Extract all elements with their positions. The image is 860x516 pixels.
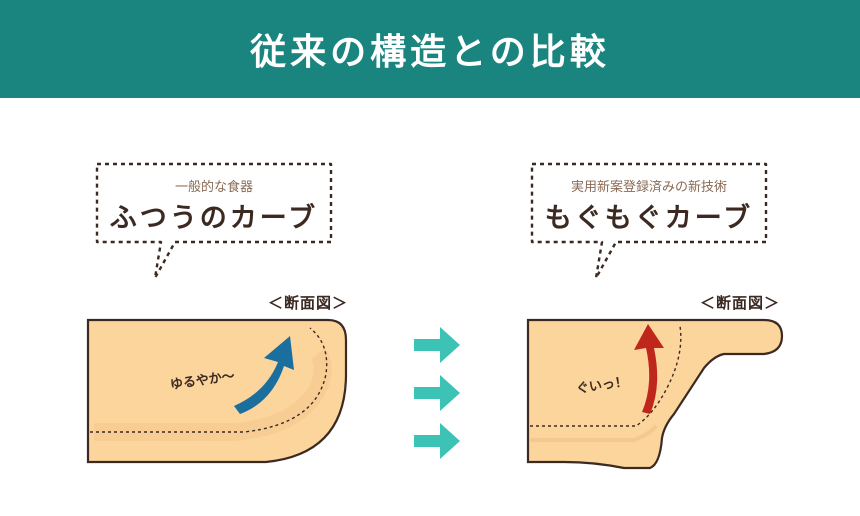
left-section-label: ＜断面図＞ [268, 294, 349, 312]
right-dish-cross-section [526, 318, 784, 470]
right-section-label: ＜断面図＞ [700, 294, 781, 312]
right-speech-bubble: 実用新案登録済みの新技術 もぐもぐカーブ [530, 162, 768, 280]
center-arrows [414, 327, 460, 459]
right-bubble-title: もぐもぐカーブ [544, 203, 754, 234]
speech-bubble-outline-icon [530, 162, 768, 280]
left-direction-arrow-icon [234, 336, 294, 414]
left-speech-bubble: 一般的な食器 ふつうのカーブ [95, 162, 333, 280]
page-header: 従来の構造との比較 [0, 0, 860, 98]
page-title: 従来の構造との比較 [250, 32, 610, 73]
right-direction-arrow-icon [634, 324, 664, 414]
left-bubble-subtitle: 一般的な食器 [174, 180, 253, 195]
speech-bubble-outline-icon [95, 162, 333, 280]
left-bubble-title: ふつうのカーブ [109, 203, 319, 234]
right-arrow-icon [414, 375, 460, 411]
left-dish-cross-section [86, 318, 348, 464]
right-bubble-subtitle: 実用新案登録済みの新技術 [570, 180, 727, 195]
right-arrow-icon [414, 327, 460, 363]
right-arrow-icon [414, 423, 460, 459]
